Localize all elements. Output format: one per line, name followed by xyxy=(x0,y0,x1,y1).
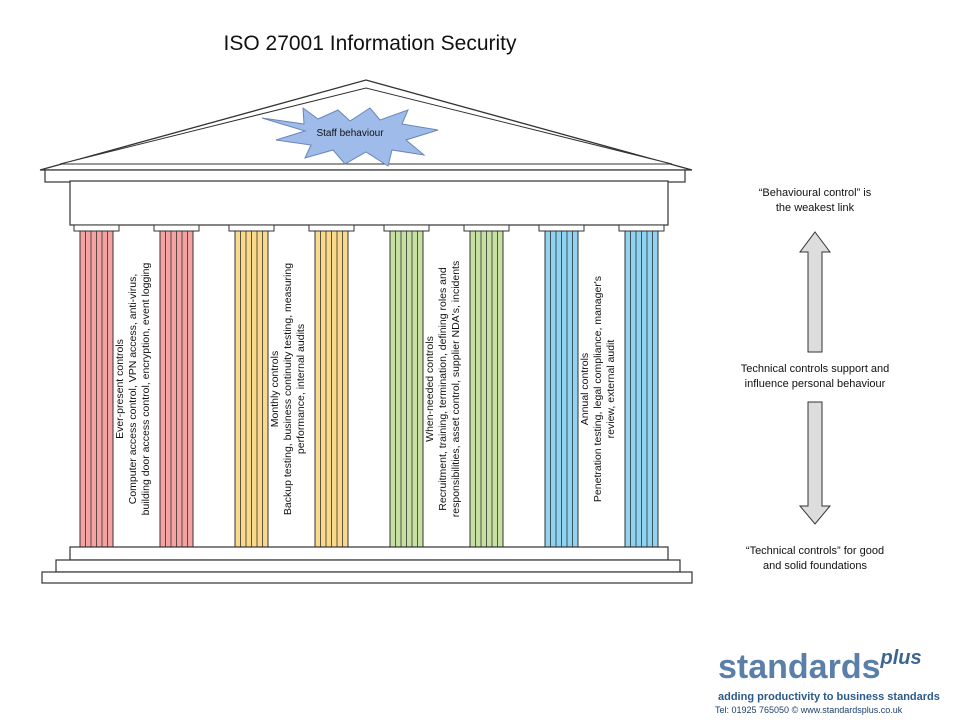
pillar-text-line: responsibilities, asset control, supplie… xyxy=(449,260,462,518)
pillar-text-line: building door access control, encryption… xyxy=(139,262,152,516)
note-line: Technical controls support and xyxy=(740,363,890,375)
pillar-text-line: Computer access control, VPN access, ant… xyxy=(126,273,139,505)
pillar-capital xyxy=(463,224,510,232)
note-line: “Behavioural control” is xyxy=(758,187,872,199)
staff-behaviour-badge xyxy=(261,106,439,167)
logo-name: standards xyxy=(718,648,881,686)
note-technical-support: Technical controls support and influence… xyxy=(705,362,925,392)
pillar-text-line: review, external audit xyxy=(604,339,617,439)
staff-behaviour-label: Staff behaviour xyxy=(316,128,384,139)
note-line: “Technical controls” for good xyxy=(745,545,885,557)
note-line: influence personal behaviour xyxy=(744,378,886,390)
note-line: and solid foundations xyxy=(763,560,867,572)
note-technical-foundations: “Technical controls” for good and solid … xyxy=(705,544,925,574)
pillar-text-line: performance, internal audits xyxy=(294,323,307,455)
base-step-3 xyxy=(41,571,693,584)
standardsplus-logo: standardsplus adding productivity to bus… xyxy=(700,640,950,715)
pillar-text-line: Recruitment, training, termination, defi… xyxy=(436,267,449,511)
note-line: the weakest link xyxy=(775,202,855,214)
note-behavioural-control: “Behavioural control” is the weakest lin… xyxy=(705,186,925,216)
arrow-down xyxy=(798,401,832,525)
pillar-capital xyxy=(538,224,585,232)
pillar-capital xyxy=(618,224,665,232)
logo-tagline: adding productivity to business standard… xyxy=(718,691,940,703)
base-step-1 xyxy=(69,546,669,561)
diagram-title: ISO 27001 Information Security xyxy=(223,32,517,55)
pillar-capital xyxy=(228,224,275,232)
arrow-up xyxy=(799,231,831,353)
pillar-text-line: When-needed controls xyxy=(423,336,436,442)
pillar-text-line: Ever-present controls xyxy=(113,339,126,439)
pillar-text-line: Monthly controls xyxy=(268,350,281,428)
entablature xyxy=(69,180,669,226)
logo-wordmark: standardsplus xyxy=(700,640,950,685)
pillar-capital xyxy=(308,224,355,232)
pillar-text-line: Penetration testing, legal compliance, m… xyxy=(591,275,604,503)
pillar-text-line: Annual controls xyxy=(578,352,591,426)
pillar-text-line: Backup testing, business continuity test… xyxy=(281,262,294,516)
base-step-2 xyxy=(55,559,681,573)
pillar-capital xyxy=(153,224,200,232)
pillar-capital xyxy=(383,224,430,232)
pillar-capital xyxy=(73,224,120,232)
logo-superscript: plus xyxy=(880,647,922,669)
logo-contact: Tel: 01925 765050 © www.standardsplus.co… xyxy=(715,705,903,715)
architrave xyxy=(44,169,686,183)
